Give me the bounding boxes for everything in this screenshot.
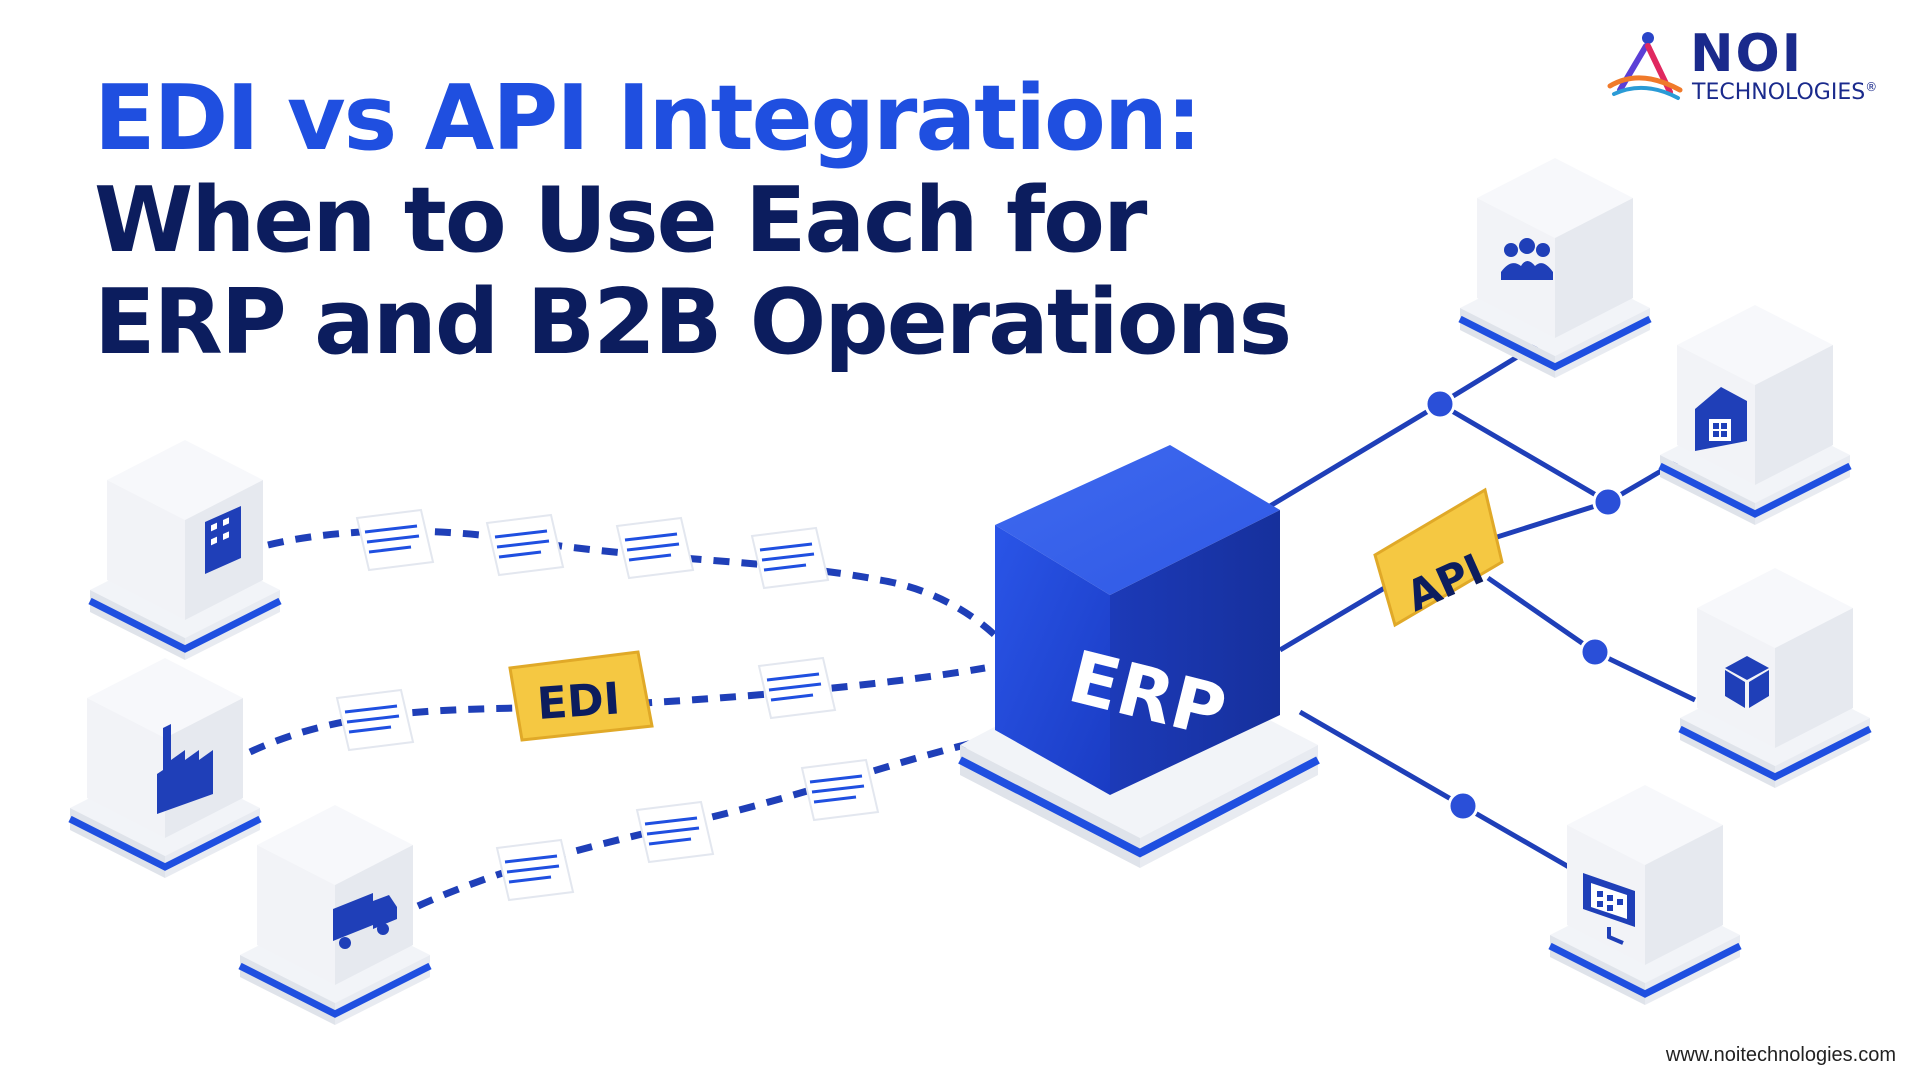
- page-title: EDI vs API Integration: When to Use Each…: [94, 66, 1292, 375]
- edi-badge: EDI: [508, 650, 654, 742]
- edi-document-icon: [615, 516, 695, 580]
- building-icon: [205, 506, 241, 574]
- edi-badge-label: EDI: [535, 673, 621, 730]
- api-partner-team: [1458, 158, 1652, 378]
- team-icon: [1501, 238, 1553, 280]
- company-logo: NOI TECHNOLOGIES®: [1600, 24, 1900, 108]
- edi-connection-factory: [248, 664, 986, 756]
- edi-partner-factory: [68, 658, 262, 878]
- factory-icon: [157, 724, 213, 814]
- edi-document-icon: [485, 513, 565, 577]
- api-partner-monitor: [1548, 785, 1742, 1005]
- title-line-3: ERP and B2B Operations: [94, 270, 1292, 375]
- erp-hub: ERP: [958, 445, 1320, 868]
- warehouse-icon: [1695, 387, 1747, 451]
- logo-subtitle-text: TECHNOLOGIES: [1692, 80, 1866, 105]
- api-junction-nodes: [1424, 388, 1624, 822]
- edi-document-icon: [757, 656, 837, 720]
- api-partner-warehouse: [1658, 305, 1852, 525]
- edi-partner-building: [88, 440, 282, 660]
- package-icon: [1725, 656, 1769, 708]
- footer-website[interactable]: www.noitechnologies.com: [1665, 1044, 1896, 1066]
- edi-document-icon: [495, 838, 575, 902]
- edi-document-icon: [750, 526, 830, 590]
- title-line-2: When to Use Each for: [94, 168, 1147, 273]
- logo-wordmark: NOI: [1690, 24, 1804, 84]
- logo-figure-icon: [1607, 32, 1683, 100]
- edi-document-icon: [335, 688, 415, 752]
- logo-registered-mark: ®: [1865, 80, 1878, 94]
- monitor-dashboard-icon: [1583, 873, 1635, 945]
- logo-subtitle: TECHNOLOGIES®: [1692, 80, 1877, 105]
- edi-document-icon: [800, 758, 880, 822]
- title-line-1: EDI vs API Integration:: [94, 66, 1202, 171]
- api-partner-package: [1678, 568, 1872, 788]
- edi-partner-truck: [238, 805, 432, 1025]
- edi-document-icon: [355, 508, 435, 572]
- truck-icon: [333, 893, 397, 949]
- api-badge: API: [1373, 487, 1504, 628]
- edi-document-icon: [635, 800, 715, 864]
